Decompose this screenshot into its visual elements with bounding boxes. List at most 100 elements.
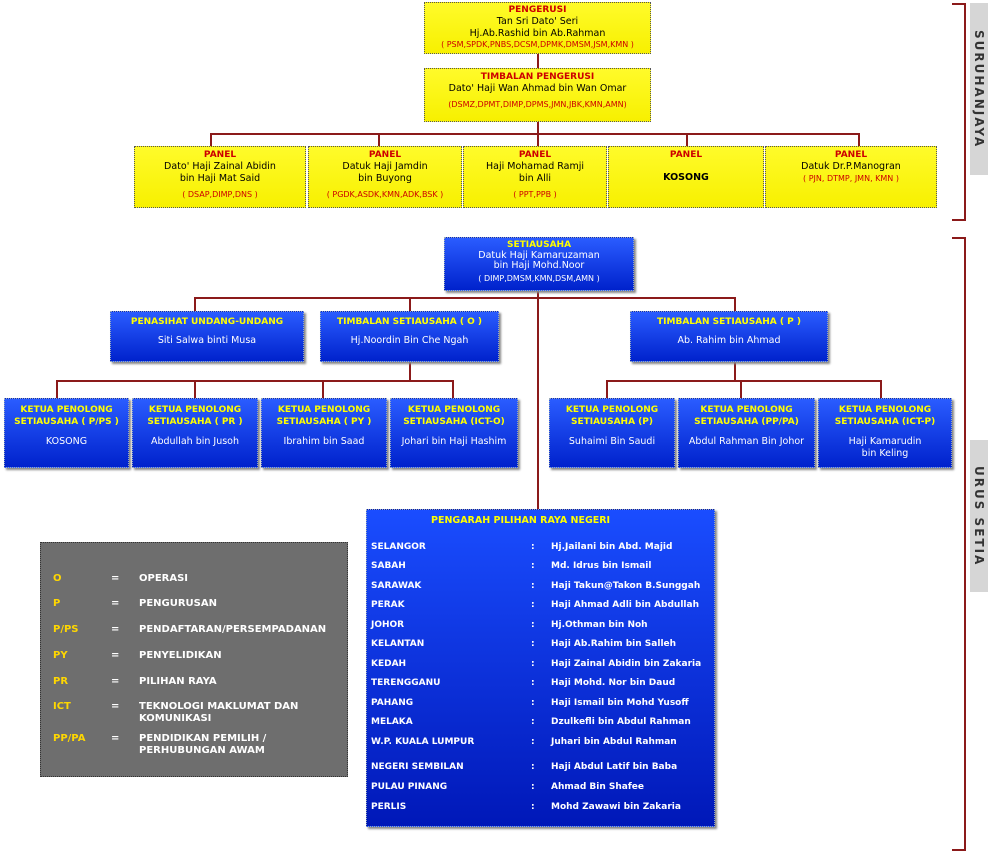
director-state: W.P. KUALA LUMPUR bbox=[371, 737, 475, 747]
director-colon: : bbox=[531, 542, 535, 552]
legend-def: PILIHAN RAYA bbox=[139, 676, 217, 687]
chairman-box: PENGERUSI Tan Sri Dato' Seri Hj.Ab.Rashi… bbox=[424, 2, 651, 54]
director-name: Hj.Jailani bin Abd. Majid bbox=[551, 542, 673, 552]
director-row: W.P. KUALA LUMPUR : Juhari bin Abdul Rah… bbox=[371, 736, 710, 750]
director-row: SARAWAK : Haji Takun@Takon B.Sunggah bbox=[371, 580, 710, 594]
director-state: SABAH bbox=[371, 561, 406, 571]
director-name: Haji Abdul Latif bin Baba bbox=[551, 762, 678, 772]
deputy-chairman-title: TIMBALAN PENGERUSI bbox=[480, 72, 595, 82]
assistant-name-line2: bin Keling bbox=[861, 448, 909, 459]
legend-abbr: PR bbox=[53, 676, 69, 687]
panel-name-line1: KOSONG bbox=[663, 172, 709, 183]
assistant-title-line2: SETIAUSAHA (PP/PA) bbox=[694, 417, 799, 427]
assistant-secretary-box: KETUA PENOLONG SETIAUSAHA ( PR ) Abdulla… bbox=[132, 398, 258, 468]
director-name: Haji Ismail bin Mohd Yusoff bbox=[551, 698, 689, 708]
deputy-secretary-p-box: TIMBALAN SETIAUSAHA ( P ) Ab. Rahim bin … bbox=[630, 311, 828, 362]
connector-right-drop bbox=[734, 362, 736, 382]
legend-abbr: P/PS bbox=[53, 624, 79, 635]
chairman-awards: ( PSM,SPDK,PNBS,DCSM,DPMK,DMSM,JSM,KMN ) bbox=[441, 40, 634, 49]
panel-awards: ( PPT,PPB ) bbox=[513, 190, 557, 199]
director-state: PAHANG bbox=[371, 698, 414, 708]
director-colon: : bbox=[531, 678, 535, 688]
panel-box-5: PANEL Datuk Dr.P.Manogran ( PJN, DTMP, J… bbox=[765, 146, 937, 208]
director-row: PULAU PINANG : Ahmad Bin Shafee bbox=[371, 781, 710, 795]
director-row: PERAK : Haji Ahmad Adli bin Abdullah bbox=[371, 599, 710, 613]
secretary-box: SETIAUSAHA Datuk Haji Kamaruzaman bin Ha… bbox=[444, 237, 634, 291]
legend-def: PENYELIDIKAN bbox=[139, 650, 222, 661]
assistant-secretary-box: KETUA PENOLONG SETIAUSAHA (PP/PA) Abdul … bbox=[678, 398, 815, 468]
director-colon: : bbox=[531, 717, 535, 727]
assistant-secretary-box: KETUA PENOLONG SETIAUSAHA ( P/PS ) KOSON… bbox=[4, 398, 129, 468]
legend-abbr: P bbox=[53, 598, 61, 609]
director-row: SELANGOR : Hj.Jailani bin Abd. Majid bbox=[371, 541, 710, 555]
director-colon: : bbox=[531, 782, 535, 792]
director-name: Haji Ab.Rahim bin Salleh bbox=[551, 639, 677, 649]
director-row: TERENGGANU : Haji Mohd. Nor bin Daud bbox=[371, 677, 710, 691]
connector-panel-5 bbox=[858, 133, 860, 147]
side-label-suruhanjaya: SURUHANJAYA bbox=[970, 3, 988, 175]
assistant-secretary-box: KETUA PENOLONG SETIAUSAHA ( PY ) Ibrahim… bbox=[261, 398, 387, 468]
director-state: NEGERI SEMBILAN bbox=[371, 762, 464, 772]
deputy-chairman-name: Dato' Haji Wan Ahmad bin Wan Omar bbox=[448, 83, 627, 94]
level2-name: Hj.Noordin Bin Che Ngah bbox=[350, 335, 469, 346]
assistant-title-line1: KETUA PENOLONG bbox=[838, 405, 932, 415]
secretary-title: SETIAUSAHA bbox=[506, 240, 572, 250]
director-colon: : bbox=[531, 581, 535, 591]
panel-name-line1: Datuk Haji Jamdin bbox=[342, 161, 428, 172]
connector-secretary-main bbox=[537, 291, 539, 510]
assistant-title-line2: SETIAUSAHA ( PY ) bbox=[276, 417, 372, 427]
legend-abbr: PP/PA bbox=[53, 733, 86, 744]
assistant-secretary-box: KETUA PENOLONG SETIAUSAHA (ICT-P) Haji K… bbox=[818, 398, 952, 468]
legend-def: PENDIDIKAN PEMILIH / PERHUBUNGAN AWAM bbox=[139, 733, 267, 756]
connector-left-drop bbox=[409, 362, 411, 382]
level2-name: Ab. Rahim bin Ahmad bbox=[677, 335, 781, 346]
connector-left-3 bbox=[322, 380, 324, 398]
connector-left-1 bbox=[56, 380, 58, 398]
connector-right-3 bbox=[880, 380, 882, 398]
legend-equals: = bbox=[111, 733, 120, 744]
director-colon: : bbox=[531, 737, 535, 747]
legend-equals: = bbox=[111, 701, 120, 712]
connector-left-horizontal bbox=[56, 380, 454, 382]
connector-chair-deputy bbox=[537, 54, 539, 68]
connector-panel-4 bbox=[686, 133, 688, 147]
assistant-name-line1: Suhaimi Bin Saudi bbox=[568, 436, 656, 447]
director-name: Haji Takun@Takon B.Sunggah bbox=[551, 581, 701, 591]
director-row: NEGERI SEMBILAN : Haji Abdul Latif bin B… bbox=[371, 761, 710, 775]
panel-name-line2: bin Alli bbox=[518, 172, 552, 184]
director-row: SABAH : Md. Idrus bin Ismail bbox=[371, 560, 710, 574]
panel-box-2: PANEL Datuk Haji Jamdin bin Buyong ( PGD… bbox=[308, 146, 462, 208]
panel-name-line1: Datuk Dr.P.Manogran bbox=[801, 161, 901, 172]
director-colon: : bbox=[531, 620, 535, 630]
director-row: MELAKA : Dzulkefli bin Abdul Rahman bbox=[371, 716, 710, 730]
assistant-name-line1: Abdul Rahman Bin Johor bbox=[688, 436, 805, 447]
legend-def: OPERASI bbox=[139, 573, 189, 584]
director-colon: : bbox=[531, 659, 535, 669]
chairman-name-line1: Tan Sri Dato' Seri bbox=[496, 16, 579, 27]
director-colon: : bbox=[531, 698, 535, 708]
legend-box: O = OPERASI P = PENGURUSAN P/PS = PENDAF… bbox=[40, 542, 348, 777]
level2-title: TIMBALAN SETIAUSAHA ( P ) bbox=[657, 317, 801, 327]
director-state: PULAU PINANG bbox=[371, 782, 448, 792]
director-colon: : bbox=[531, 561, 535, 571]
legend-abbr: O bbox=[53, 573, 62, 584]
secretary-awards: ( DIMP,DMSM,KMN,DSM,AMN ) bbox=[478, 273, 600, 283]
chairman-name-line2: Hj.Ab.Rashid bin Ab.Rahman bbox=[469, 27, 606, 39]
panel-title: PANEL bbox=[834, 150, 868, 160]
assistant-title-line2: SETIAUSAHA (ICT-P) bbox=[834, 417, 936, 427]
deputy-secretary-o-box: TIMBALAN SETIAUSAHA ( O ) Hj.Noordin Bin… bbox=[320, 311, 499, 362]
director-name: Haji Ahmad Adli bin Abdullah bbox=[551, 600, 699, 610]
connector-level2-horizontal bbox=[194, 297, 736, 299]
legend-def: PENGURUSAN bbox=[139, 598, 217, 609]
connector-left-4 bbox=[452, 380, 454, 398]
assistant-title-line1: KETUA PENOLONG bbox=[20, 405, 113, 415]
panel-title: PANEL bbox=[368, 150, 402, 160]
assistant-name-line1: KOSONG bbox=[45, 436, 88, 447]
deputy-chairman-awards: (DSMZ,DPMT,DIMP,DPMS,JMN,JBK,KMN,AMN) bbox=[448, 99, 627, 109]
legend-def: TEKNOLOGI MAKLUMAT DAN KOMUNIKASI bbox=[139, 701, 299, 724]
panel-box-3: PANEL Haji Mohamad Ramji bin Alli ( PPT,… bbox=[463, 146, 607, 208]
director-row: PERLIS : Mohd Zawawi bin Zakaria bbox=[371, 801, 710, 815]
legend-equals: = bbox=[111, 573, 120, 584]
legend-equals: = bbox=[111, 676, 120, 687]
assistant-name-line1: Abdullah bin Jusoh bbox=[150, 436, 240, 447]
